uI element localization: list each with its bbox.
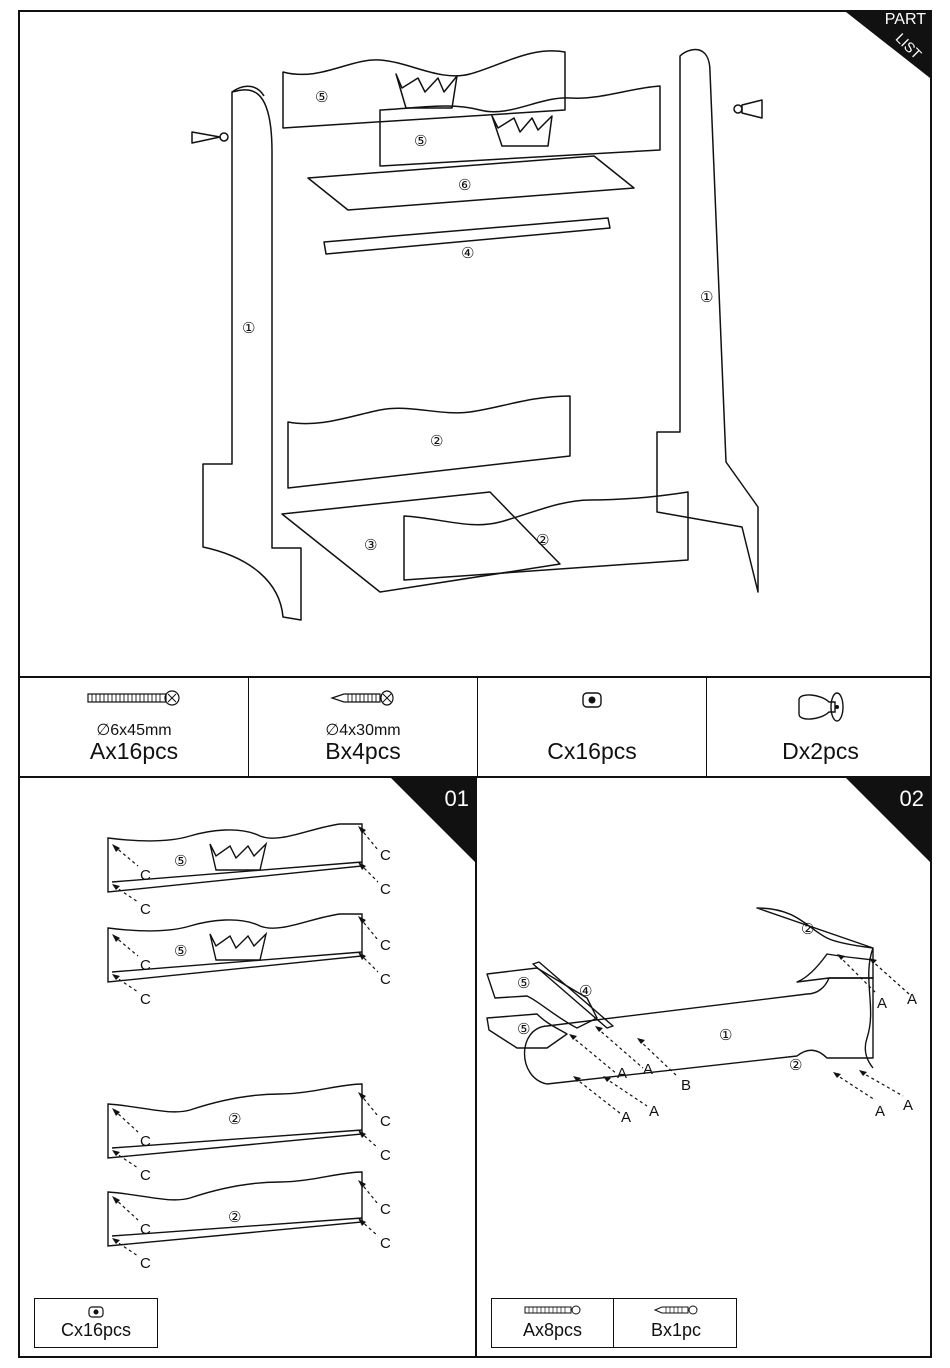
hole-letter: C — [140, 1255, 151, 1272]
hole-letter: C — [380, 1235, 391, 1252]
label-rail-front: ② — [536, 531, 549, 549]
step-01-panel: 01 — [18, 776, 477, 1358]
step-01-hardware-box: Cx16pcs — [34, 1298, 158, 1348]
hole-letter: C — [380, 971, 391, 988]
step-02-drawing: ① ② ② ④ ⑤ ⑤ A A A A A A A A B — [477, 778, 932, 1358]
hole-letter: C — [380, 1113, 391, 1130]
label-crown-front: ⑤ — [414, 132, 427, 150]
step1-label-3: ② — [228, 1110, 241, 1128]
step1-label-2: ⑤ — [174, 942, 187, 960]
step2-rod — [533, 962, 613, 1028]
hole-letter: C — [140, 991, 151, 1008]
step-01-drawing: ⑤ ⑤ ② ② C C C C C C C C C C C C C C C C — [20, 778, 477, 1358]
step-02-qty-b: Bx1pc — [614, 1320, 738, 1341]
hardware-cell-b: ∅4x30mm Bx4pcs — [249, 678, 478, 776]
hole-letter: C — [380, 937, 391, 954]
label-rod: ④ — [461, 244, 474, 262]
step2-label-crown-b: ⑤ — [517, 1020, 530, 1038]
hole-letter-a: A — [617, 1065, 627, 1082]
crown-board-front — [380, 86, 660, 166]
hole-letter-a: A — [621, 1109, 631, 1126]
label-bottom-board: ③ — [364, 536, 377, 554]
label-rail-back: ② — [430, 432, 443, 450]
bottom-board — [282, 492, 560, 592]
bolt-icon — [524, 1305, 582, 1315]
hardware-b-qty: Bx4pcs — [249, 738, 477, 765]
hole-letter: C — [140, 1133, 151, 1150]
hole-letter-a: A — [649, 1103, 659, 1120]
step2-rail-top — [757, 908, 873, 982]
hole-letter-a: A — [643, 1061, 653, 1078]
label-side-left: ① — [242, 319, 255, 337]
step2-label-side: ① — [719, 1026, 732, 1044]
hole-letter-a: A — [907, 991, 917, 1008]
step-02-box-b: Bx1pc — [614, 1299, 738, 1347]
hole-letter: C — [140, 867, 151, 884]
hole-letter: C — [140, 1221, 151, 1238]
screw-icon — [330, 690, 396, 706]
hardware-row: ∅6x45mm Ax16pcs ∅4x30mm Bx4pcs Cx16pcs D… — [18, 676, 932, 778]
hardware-cell-a: ∅6x45mm Ax16pcs — [20, 678, 249, 776]
hardware-b-size: ∅4x30mm — [249, 720, 477, 740]
hardware-a-qty: Ax16pcs — [20, 738, 248, 765]
knob-icon — [791, 690, 851, 724]
hole-letter-a: A — [877, 995, 887, 1012]
hole-letter-b: B — [681, 1077, 691, 1094]
hardware-d-qty: Dx2pcs — [707, 738, 934, 765]
step2-label-crown-a: ⑤ — [517, 974, 530, 992]
step-02-panel: 02 ① ② — [475, 776, 932, 1358]
part-list-panel: ① ① ② ② ③ ④ ⑤ ⑤ ⑥ PART LIST — [18, 10, 932, 678]
screw-icon — [654, 1305, 698, 1315]
hole-letter: C — [140, 901, 151, 918]
label-side-right: ① — [700, 288, 713, 306]
step2-label-rail-bottom: ② — [789, 1056, 802, 1074]
hole-letter: C — [140, 957, 151, 974]
rail-back — [288, 396, 570, 488]
step-02-hardware-box: Ax8pcs Bx1pc — [491, 1298, 737, 1348]
step2-label-rail-top: ② — [801, 920, 814, 938]
hole-letter: C — [380, 1201, 391, 1218]
hardware-cell-d: Dx2pcs — [707, 678, 934, 776]
dowel-nut-icon — [580, 690, 604, 710]
left-side-panel — [203, 90, 301, 620]
hardware-c-qty: Cx16pcs — [478, 738, 706, 765]
step1-label-4: ② — [228, 1208, 241, 1226]
hole-letter: C — [140, 1167, 151, 1184]
step-02-qty-a: Ax8pcs — [492, 1320, 613, 1341]
exploded-view-drawing: ① ① ② ② ③ ④ ⑤ ⑤ ⑥ — [20, 12, 934, 680]
dowel-nut-icon — [87, 1305, 105, 1319]
tag-part: PART — [885, 11, 926, 29]
step2-label-rod: ④ — [579, 982, 592, 1000]
hole-letter: C — [380, 881, 391, 898]
bolt-icon — [86, 690, 182, 706]
hole-letter-a: A — [903, 1097, 913, 1114]
step-01-qty: Cx16pcs — [35, 1320, 157, 1341]
right-side-panel — [657, 49, 758, 592]
label-shelf: ⑥ — [458, 176, 471, 194]
hardware-a-size: ∅6x45mm — [20, 720, 248, 740]
step-02-box-a: Ax8pcs — [492, 1299, 614, 1347]
step1-label-1: ⑤ — [174, 852, 187, 870]
hole-letter: C — [380, 847, 391, 864]
hardware-cell-c: Cx16pcs — [478, 678, 707, 776]
label-crown-back: ⑤ — [315, 88, 328, 106]
hole-letter: C — [380, 1147, 391, 1164]
hole-letter-a: A — [875, 1103, 885, 1120]
